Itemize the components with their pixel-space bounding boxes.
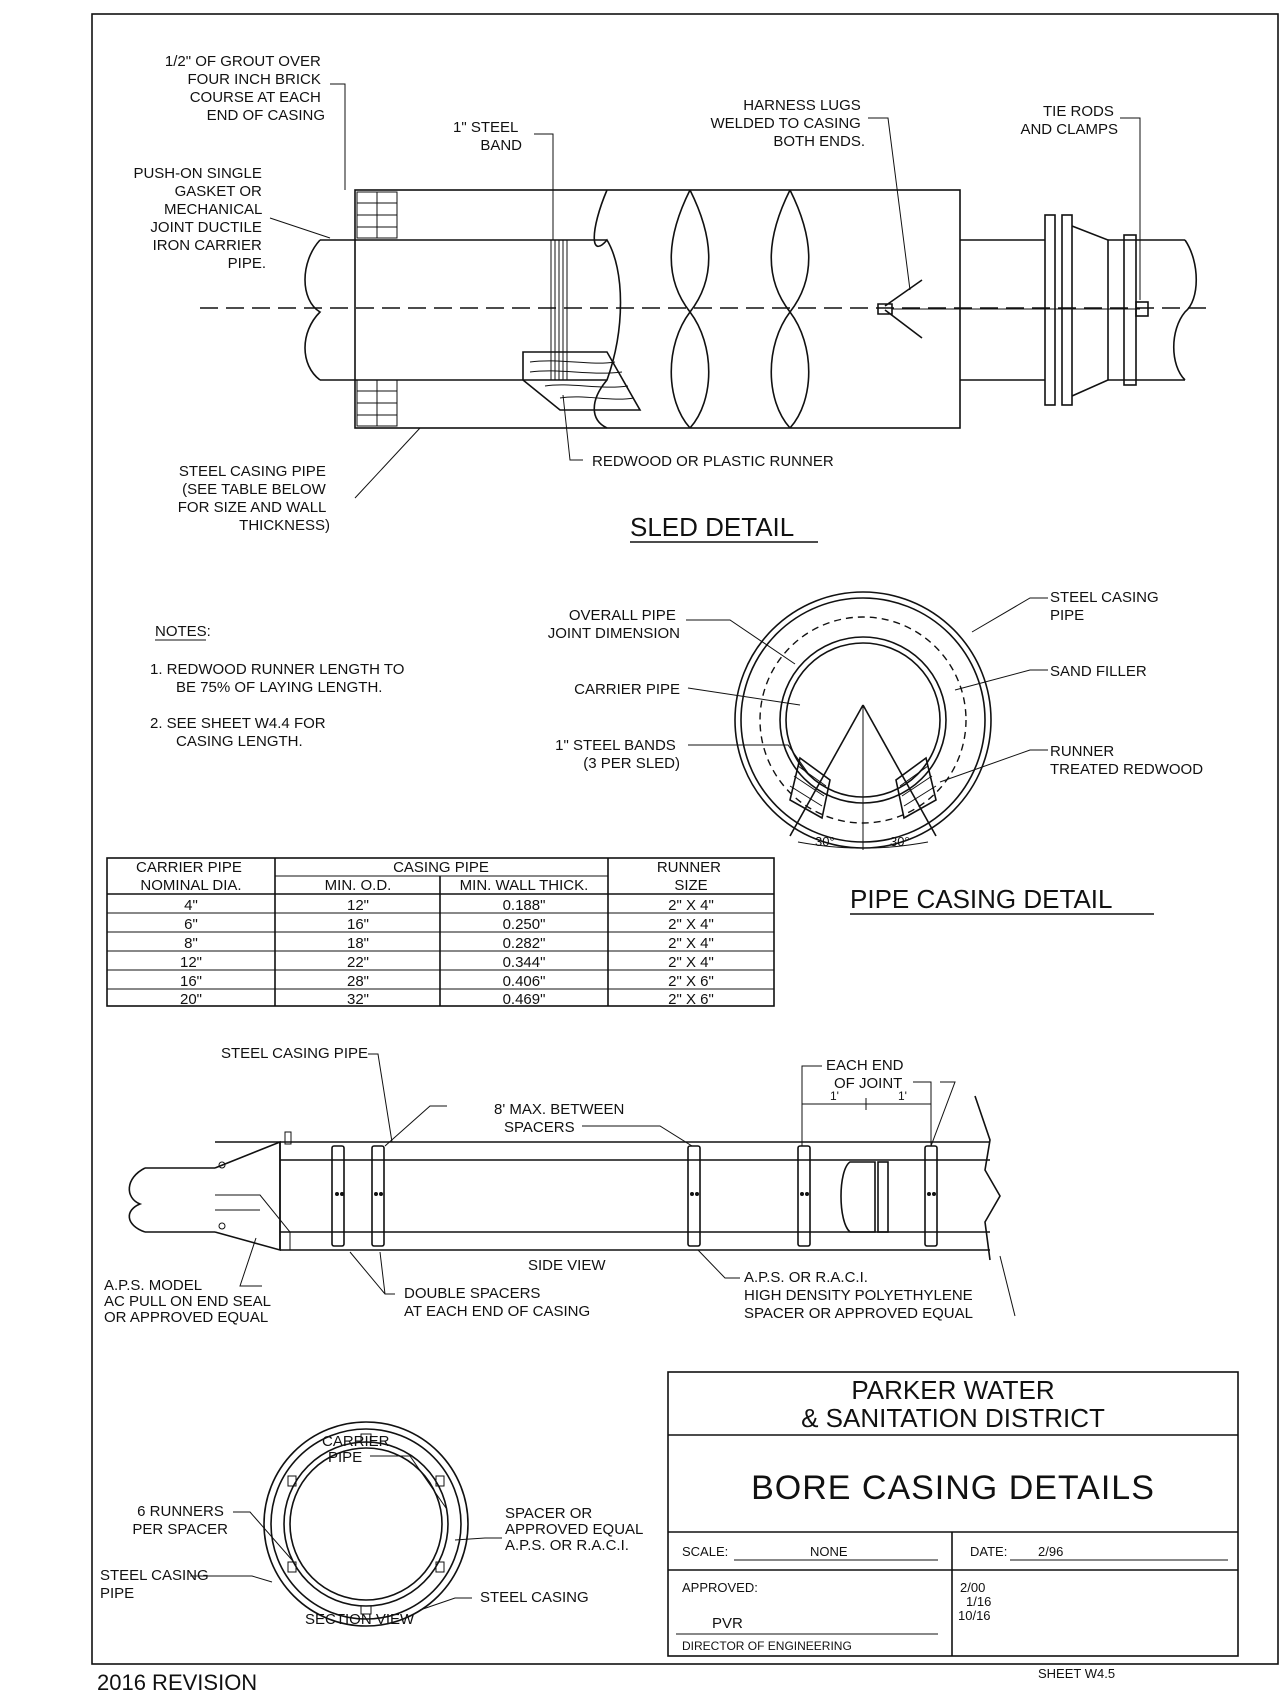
drawing-title: BORE CASING DETAILS xyxy=(751,1469,1155,1507)
notes-heading: NOTES: xyxy=(155,623,211,640)
sheet-number: SHEET W4.5 xyxy=(1038,1666,1115,1681)
label-grout: 1/2" OF GROUT OVER FOUR INCH BRICK COURS… xyxy=(165,53,325,124)
pipe-casing-detail xyxy=(686,591,1048,850)
side-label-aps-model: A.P.S. MODEL AC PULL ON END SEAL OR APPR… xyxy=(104,1277,275,1326)
casing-table xyxy=(106,857,775,1007)
label-steel-casing-pipe: STEEL CASING PIPE (SEE TABLE BELOW FOR S… xyxy=(178,463,330,534)
table-head-wall: MIN. WALL THICK. xyxy=(460,877,589,894)
revision-footer: 2016 REVISION xyxy=(97,1670,257,1694)
side-label-each-end: EACH END OF JOINT xyxy=(826,1057,908,1092)
scale-label: SCALE: xyxy=(682,1544,728,1559)
table-head-od: MIN. O.D. xyxy=(325,877,392,894)
sled-detail xyxy=(200,83,1208,499)
label-harness-lugs: HARNESS LUGS WELDED TO CASING BOTH ENDS. xyxy=(711,97,865,150)
sheet-inner-border xyxy=(91,13,1279,1665)
section-label-runners: 6 RUNNERS PER SPACER xyxy=(132,1503,228,1538)
note-2: 2. SEE SHEET W4.4 FOR CASING LENGTH. xyxy=(150,715,330,750)
approved-label: APPROVED: xyxy=(682,1580,758,1595)
sled-detail-title: SLED DETAIL xyxy=(630,512,794,542)
side-label-hdpe: A.P.S. OR R.A.C.I. HIGH DENSITY POLYETHY… xyxy=(744,1269,977,1322)
label-carrier-pipe: CARRIER PIPE xyxy=(574,681,680,698)
dim-right: 1' xyxy=(898,1089,907,1103)
side-view xyxy=(128,1053,1016,1317)
approver-initials: PVR xyxy=(712,1615,743,1632)
table-row: 8"18"0.282"2" X 4" xyxy=(184,935,714,952)
scale-value: NONE xyxy=(810,1544,848,1559)
table-head-runner: RUNNER SIZE xyxy=(657,859,725,894)
table-row: 16"28"0.406"2" X 6" xyxy=(180,973,714,990)
section-view xyxy=(190,1421,502,1627)
label-sand-filler: SAND FILLER xyxy=(1050,663,1147,680)
side-view-title: SIDE VIEW xyxy=(528,1257,606,1274)
label-steel-band: 1" STEEL BAND xyxy=(453,119,522,154)
table-row: 20"32"0.469"2" X 6" xyxy=(180,991,714,1008)
note-1: 1. REDWOOD RUNNER LENGTH TO BE 75% OF LA… xyxy=(150,661,409,696)
revision-dates: 2/00 1/16 10/16 xyxy=(958,1580,995,1623)
label-redwood-runner: REDWOOD OR PLASTIC RUNNER xyxy=(592,453,834,470)
angle-right: 30° xyxy=(890,834,910,849)
angle-left: 30° xyxy=(815,834,835,849)
section-label-steel-casing-pipe: STEEL CASING PIPE xyxy=(100,1567,213,1602)
section-label-steel-casing: STEEL CASING xyxy=(480,1589,589,1606)
table-row: 6"16"0.250"2" X 4" xyxy=(184,916,714,933)
date-value: 2/96 xyxy=(1038,1544,1063,1559)
label-overall-pipe-joint: OVERALL PIPE JOINT DIMENSION xyxy=(548,607,680,642)
pipe-casing-detail-title: PIPE CASING DETAIL xyxy=(850,884,1112,914)
table-row: 4"12"0.188"2" X 4" xyxy=(184,897,714,914)
dim-left: 1' xyxy=(830,1089,839,1103)
org-line-2: & SANITATION DISTRICT xyxy=(801,1403,1105,1433)
table-head-casing: CASING PIPE xyxy=(393,859,489,876)
side-label-max: 8' MAX. BETWEEN SPACERS xyxy=(494,1101,629,1136)
section-label-spacer: SPACER OR APPROVED EQUAL A.P.S. OR R.A.C… xyxy=(505,1505,647,1554)
date-label: DATE: xyxy=(970,1544,1007,1559)
side-label-double-spacers: DOUBLE SPACERS AT EACH END OF CASING xyxy=(404,1285,590,1320)
label-steel-bands: 1" STEEL BANDS (3 PER SLED) xyxy=(555,737,680,772)
label-steel-casing: STEEL CASING PIPE xyxy=(1050,589,1163,624)
section-label-carrier: CARRIER PIPE xyxy=(322,1433,394,1466)
label-runner-redwood: RUNNER TREATED REDWOOD xyxy=(1050,743,1203,778)
table-row: 12"22"0.344"2" X 4" xyxy=(180,954,714,971)
label-push-on: PUSH-ON SINGLE GASKET OR MECHANICAL JOIN… xyxy=(133,165,266,272)
approver-title: DIRECTOR OF ENGINEERING xyxy=(682,1639,852,1653)
table-body: 4"12"0.188"2" X 4" 6"16"0.250"2" X 4" 8"… xyxy=(180,897,714,1008)
label-tie-rods: TIE RODS AND CLAMPS xyxy=(1020,103,1118,138)
section-view-title: SECTION VIEW xyxy=(305,1611,415,1628)
table-head-carrier: CARRIER PIPE NOMINAL DIA. xyxy=(136,859,246,894)
org-line-1: PARKER WATER xyxy=(851,1375,1054,1405)
title-block xyxy=(667,1371,1239,1657)
side-label-steel-casing: STEEL CASING PIPE xyxy=(221,1045,368,1062)
